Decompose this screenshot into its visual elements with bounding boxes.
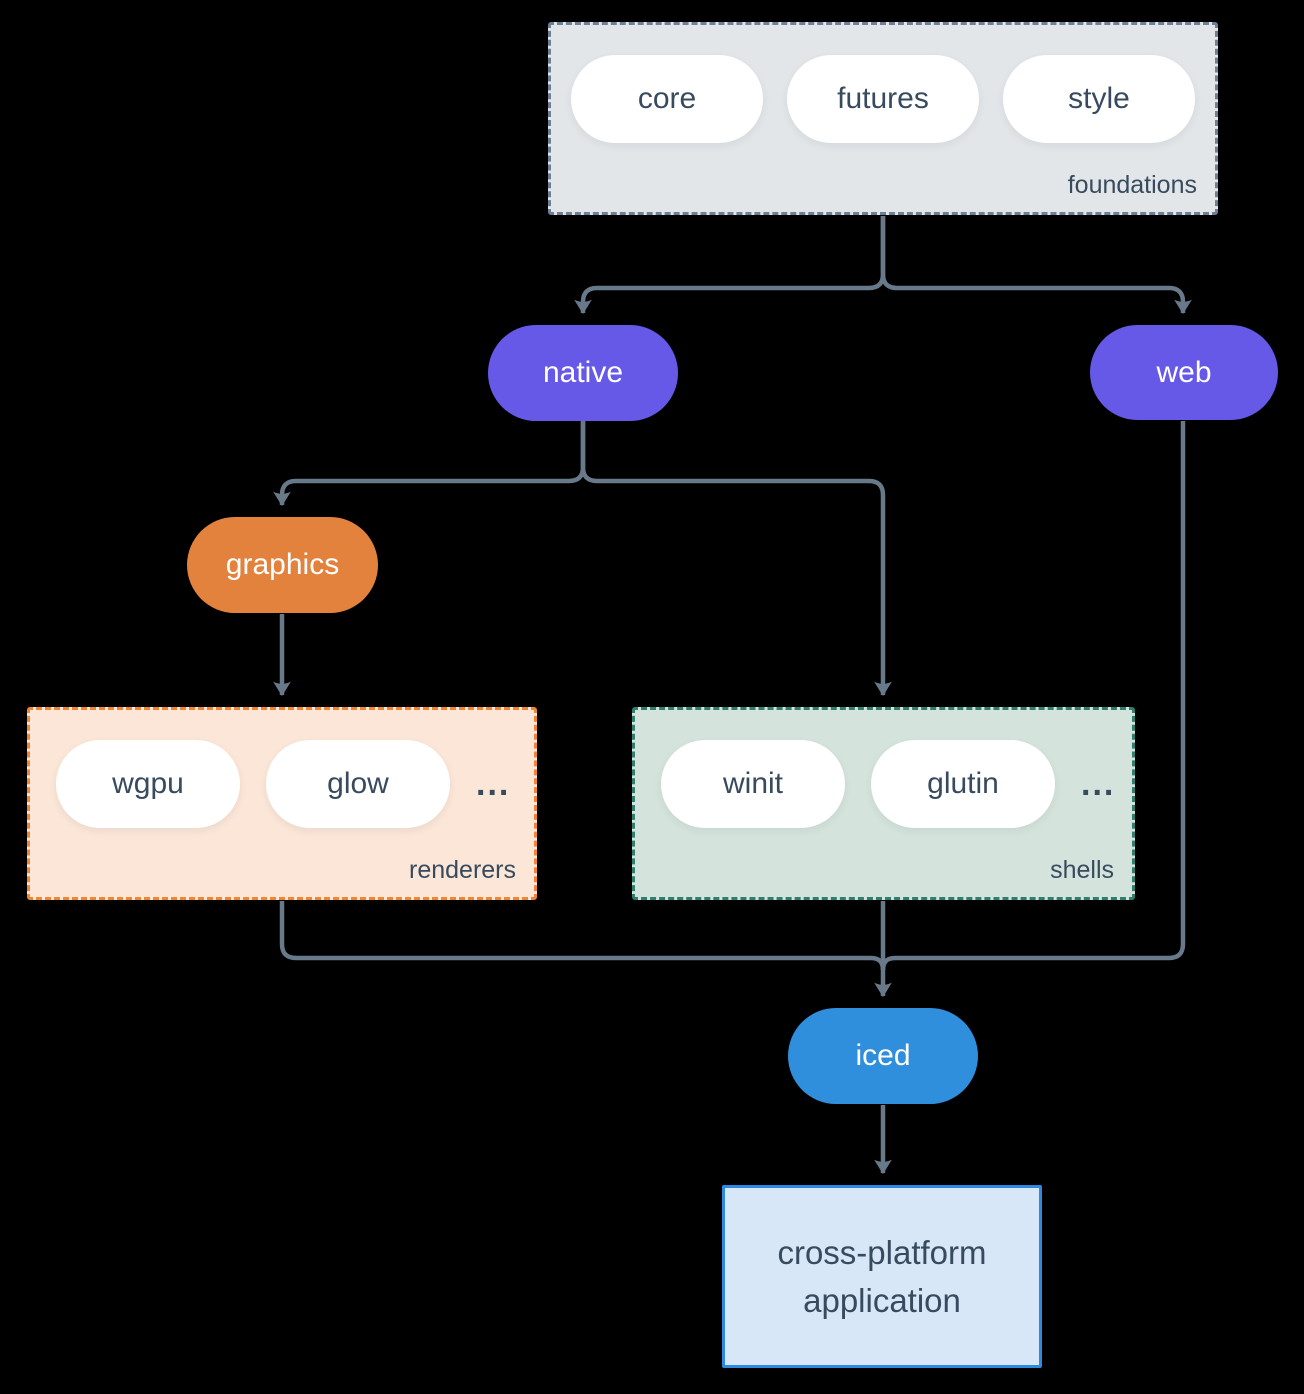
node-graphics: graphics [187, 517, 378, 613]
node-style-label: style [1068, 82, 1130, 115]
node-iced-label: iced [855, 1039, 911, 1072]
line-renderers-merge [279, 901, 886, 971]
application-label-line1: cross-platform [777, 1233, 987, 1271]
arrow-native-to-shells [580, 421, 892, 697]
node-winit-label: winit [722, 767, 783, 800]
node-wgpu: wgpu [56, 740, 240, 828]
node-web: web [1090, 325, 1278, 420]
renderers-group-label: renderers [409, 856, 516, 884]
node-futures-label: futures [837, 82, 929, 115]
node-style: style [1003, 55, 1195, 143]
foundations-group-label: foundations [1067, 171, 1197, 199]
node-native: native [488, 325, 678, 421]
node-winit: winit [661, 740, 845, 828]
group-shells: winit glutin ... shells [632, 707, 1135, 900]
node-futures: futures [787, 55, 979, 143]
node-glow-label: glow [327, 767, 389, 800]
node-iced: iced [788, 1008, 978, 1104]
shells-pill-row: winit glutin ... [635, 710, 1132, 828]
node-glow: glow [266, 740, 450, 828]
node-wgpu-label: wgpu [112, 767, 184, 800]
node-web-label: web [1156, 355, 1212, 389]
arrow-foundations-to-web [880, 216, 1192, 315]
foundations-pill-row: core futures style [551, 25, 1215, 143]
node-glutin-label: glutin [927, 767, 999, 800]
node-application: cross-platform application [722, 1185, 1042, 1368]
arrow-foundations-to-native [574, 216, 886, 315]
shells-ellipsis: ... [1081, 764, 1116, 803]
group-renderers: wgpu glow ... renderers [27, 707, 537, 900]
node-core-label: core [637, 82, 697, 115]
renderers-ellipsis: ... [476, 764, 511, 803]
arrow-native-to-graphics [273, 421, 586, 507]
node-glutin: glutin [871, 740, 1055, 828]
shells-group-label: shells [1050, 856, 1114, 884]
application-label-line2: application [803, 1281, 961, 1319]
node-core: core [571, 55, 763, 143]
renderers-pill-row: wgpu glow ... [30, 710, 534, 828]
group-foundations: core futures style foundations [548, 22, 1218, 215]
node-graphics-label: graphics [225, 548, 340, 581]
node-native-label: native [542, 356, 624, 389]
